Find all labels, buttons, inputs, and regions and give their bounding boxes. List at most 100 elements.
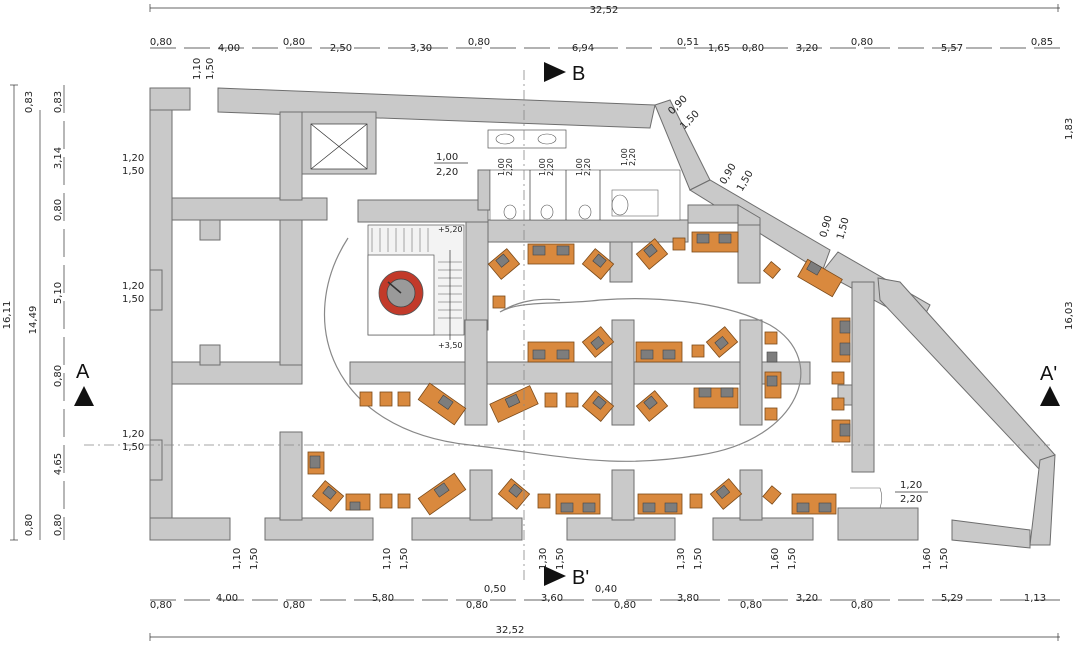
bottom-dim-3: 5,80 <box>372 593 394 604</box>
top-dim-12: 5,57 <box>941 43 963 54</box>
bottom-dim-10: 0,80 <box>851 600 873 611</box>
section-a-prime-arrow-icon <box>1040 386 1060 406</box>
left-a-6: 0,80 <box>53 514 64 536</box>
door-right-w: 1,20 <box>900 480 922 491</box>
bottom-dim-11: 5,29 <box>941 593 963 604</box>
win-top-b: 1,50 <box>205 58 216 80</box>
win-left-2b: 1,50 <box>122 294 144 305</box>
bottom-dim-5: 3,60 <box>541 593 563 604</box>
door-wc-h: 2,20 <box>436 167 458 178</box>
bottom-mid-0: 0,50 <box>484 584 506 595</box>
top-dim-1: 4,00 <box>218 43 240 54</box>
top-dim-3: 2,50 <box>330 43 352 54</box>
win-bot-6a: 1,60 <box>922 548 933 570</box>
top-dim-2: 0,80 <box>283 37 305 48</box>
right-edge-b: 16,03 <box>1064 301 1075 330</box>
wc-3-b: 2,20 <box>583 158 592 176</box>
wc-1-b: 2,20 <box>505 158 514 176</box>
left-outer-dim: 16,11 <box>2 301 13 330</box>
win-bot-3b: 1,50 <box>555 548 566 570</box>
left-a-1: 3,14 <box>53 147 64 169</box>
top-dim-6: 6,94 <box>572 43 594 54</box>
top-dim-9: 0,80 <box>742 43 764 54</box>
win-diag-1b: 1,50 <box>678 109 702 133</box>
win-left-1b: 1,50 <box>122 166 144 177</box>
top-dim-7: 0,51 <box>677 37 699 48</box>
wc-2-b: 2,20 <box>546 158 555 176</box>
door-wc-w: 1,00 <box>436 152 458 163</box>
left-a-0: 0,83 <box>53 91 64 113</box>
win-bot-1b: 1,50 <box>249 548 260 570</box>
wc-2-a: 1,00 <box>538 158 547 176</box>
door-right-h: 2,20 <box>900 494 922 505</box>
top-dimensions: 32,52 0,80 4,00 0,80 2,50 3,30 0,80 6,94… <box>149 4 1060 54</box>
right-edge-a: 1,83 <box>1064 118 1075 140</box>
left-a-4: 0,80 <box>53 365 64 387</box>
wc-1-a: 1,00 <box>497 158 506 176</box>
top-dim-4: 3,30 <box>410 43 432 54</box>
bottom-mid-1: 0,40 <box>595 584 617 595</box>
section-b-prime-label: B' <box>572 567 589 589</box>
wc-4-a: 1,00 <box>620 148 629 166</box>
win-bot-3a: 1,30 <box>538 548 549 570</box>
win-diag-2a: 0,90 <box>718 162 739 187</box>
win-top-a: 1,10 <box>192 58 203 80</box>
left-b-0: 0,83 <box>24 91 35 113</box>
bottom-dim-6: 0,80 <box>614 600 636 611</box>
bottom-dim-8: 0,80 <box>740 600 762 611</box>
win-diag-1a: 0,90 <box>666 94 690 118</box>
top-dim-5: 0,80 <box>468 37 490 48</box>
left-dimensions: 16,11 14,49 0,83 3,14 0,80 5,10 0,80 4,6… <box>2 84 65 541</box>
win-left-1a: 1,20 <box>122 153 144 164</box>
section-lines: B B' A A' <box>74 62 1060 589</box>
top-dim-10: 3,20 <box>796 43 818 54</box>
wc-3-a: 1,00 <box>575 158 584 176</box>
top-dim-8: 1,65 <box>708 43 730 54</box>
win-bot-5b: 1,50 <box>787 548 798 570</box>
left-inner-dim: 14,49 <box>28 306 39 335</box>
circulation-curve <box>324 237 802 462</box>
win-bot-4b: 1,50 <box>693 548 704 570</box>
opening-labels: 1,10 1,50 1,20 1,50 1,20 1,50 1,20 1,50 … <box>122 58 1075 570</box>
left-a-3: 5,10 <box>53 282 64 304</box>
staircase: +5,20 +3,50 <box>367 224 465 350</box>
win-bot-1a: 1,10 <box>232 548 243 570</box>
furniture <box>307 231 851 516</box>
win-bot-5a: 1,60 <box>770 548 781 570</box>
total-bottom-dim: 32,52 <box>496 625 525 636</box>
section-b-arrow-icon <box>544 62 566 82</box>
win-left-3b: 1,50 <box>122 442 144 453</box>
bottom-dim-7: 3,80 <box>677 593 699 604</box>
section-a-prime-label: A' <box>1040 363 1057 385</box>
section-b-label: B <box>572 63 585 85</box>
total-top-dim: 32,52 <box>590 5 619 16</box>
bottom-dim-2: 0,80 <box>283 600 305 611</box>
bottom-dim-4: 0,80 <box>466 600 488 611</box>
win-bot-2b: 1,50 <box>399 548 410 570</box>
left-a-5: 4,65 <box>53 453 64 475</box>
section-b-prime-arrow-icon <box>544 566 566 586</box>
level-lower: +3,50 <box>438 341 463 350</box>
win-left-2a: 1,20 <box>122 281 144 292</box>
bottom-dim-1: 4,00 <box>216 593 238 604</box>
win-bot-6b: 1,50 <box>939 548 950 570</box>
left-a-2: 0,80 <box>53 199 64 221</box>
section-a-label: A <box>76 361 90 383</box>
left-b-2: 0,80 <box>24 514 35 536</box>
level-upper: +5,20 <box>438 225 463 234</box>
wc-block: 1,00 2,20 1,00 2,20 1,00 2,20 1,00 2,20 … <box>434 129 681 221</box>
win-bot-2a: 1,10 <box>382 548 393 570</box>
wc-4-b: 2,20 <box>628 148 637 166</box>
bottom-dim-9: 3,20 <box>796 593 818 604</box>
win-bot-4a: 1,30 <box>676 548 687 570</box>
win-diag-2b: 1,50 <box>735 169 756 194</box>
top-dim-11: 0,80 <box>851 37 873 48</box>
walls <box>149 87 1056 549</box>
win-left-3a: 1,20 <box>122 429 144 440</box>
bottom-dimensions: 0,80 4,00 0,80 5,80 0,80 3,60 0,80 3,80 … <box>149 584 1060 641</box>
top-dim-0: 0,80 <box>150 37 172 48</box>
win-diag-3a: 0,90 <box>818 214 834 238</box>
win-diag-3b: 1,50 <box>835 216 851 240</box>
top-dim-13: 0,85 <box>1031 37 1053 48</box>
